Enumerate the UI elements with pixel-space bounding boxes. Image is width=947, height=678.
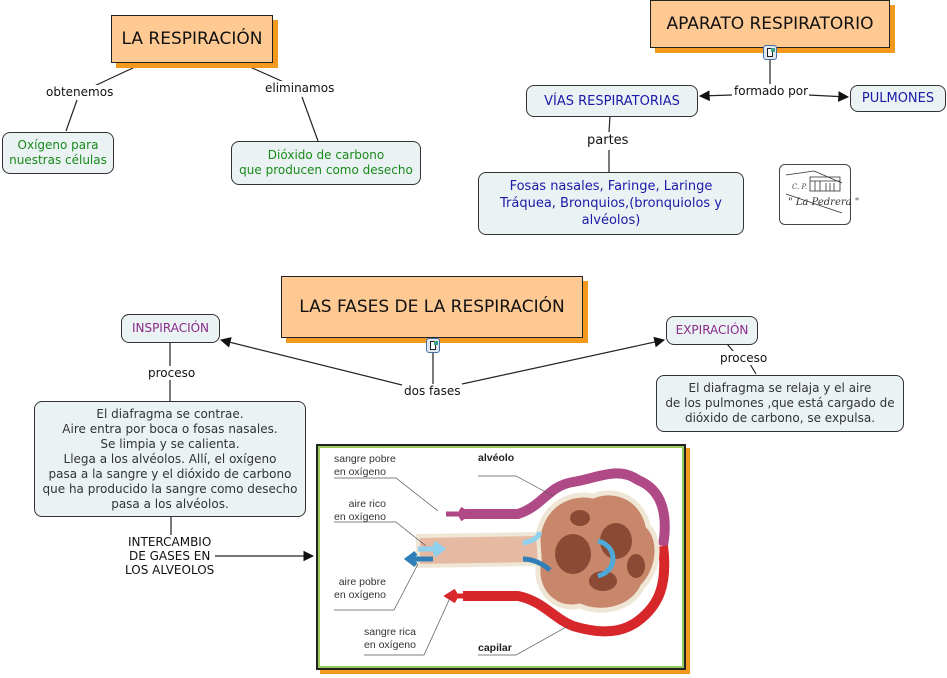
- link-label-formado-por: formado por: [733, 84, 809, 98]
- alveolus-sac: [535, 490, 660, 613]
- concept-la-respiracion[interactable]: LA RESPIRACIÓN: [111, 15, 273, 63]
- link-label-eliminamos: eliminamos: [264, 81, 336, 95]
- alveolus-illustration[interactable]: sangre pobre en oxígeno aire rico en oxí…: [316, 444, 686, 670]
- concept-expiracion[interactable]: EXPIRACIÓN: [666, 316, 758, 345]
- arrow-air-in-alveolus: [522, 531, 543, 546]
- arrow-air-circulation: [597, 538, 616, 579]
- link-label-partes: partes: [586, 133, 630, 148]
- concept-label: INSPIRACIÓN: [131, 321, 210, 335]
- arrow-air-in: [418, 541, 447, 557]
- alveolus-drawing: [334, 468, 670, 656]
- concept-label: LAS FASES DE LA RESPIRACIÓN: [299, 297, 565, 317]
- arrow-line: [698, 90, 733, 102]
- link-label-proceso-inspiracion: proceso: [147, 366, 197, 380]
- alveolus-cavity: [570, 510, 590, 526]
- alveolus-cavity: [589, 571, 617, 591]
- concept-label: PULMONES: [861, 91, 935, 106]
- link-line: [301, 96, 319, 142]
- alveolus-cavity: [555, 534, 591, 574]
- resource-icon[interactable]: [426, 338, 440, 353]
- label-alveolo: alvéolo: [478, 452, 515, 464]
- concept-label: Fosas nasales, Faringe, Laringe Tráquea,…: [500, 179, 722, 228]
- arrow-air-out-alveolus: [522, 556, 552, 572]
- concept-inspiracion[interactable]: INSPIRACIÓN: [121, 314, 220, 343]
- concept-pulmones[interactable]: PULMONES: [850, 85, 946, 112]
- concept-inspiracion-descripcion[interactable]: El diafragma se contrae. Aire entra por …: [34, 401, 306, 517]
- concept-label: EXPIRACIÓN: [675, 323, 749, 337]
- arrow-line: [461, 336, 666, 385]
- arrow-artery-out: [443, 588, 468, 604]
- resource-icon[interactable]: [763, 45, 777, 60]
- concept-label: Oxígeno para nuestras células: [9, 138, 107, 167]
- label-capilar: capilar: [478, 642, 512, 654]
- concept-dioxido-carbono[interactable]: Dióxido de carbono que producen como des…: [231, 141, 421, 185]
- concept-label: VÍAS RESPIRATORIAS: [544, 93, 680, 109]
- link-line: [749, 363, 757, 375]
- link-label-dos-fases: dos fases: [403, 384, 462, 398]
- arrow-line: [807, 91, 850, 102]
- label-sangre-rica: sangre rica en oxígeno: [364, 626, 416, 651]
- alveolus-cavity: [627, 554, 645, 578]
- school-logo: C. P. " La Pedrera ": [779, 164, 859, 225]
- arrow-line: [219, 337, 403, 386]
- concept-label: El diafragma se contrae. Aire entra por …: [42, 406, 298, 511]
- arrow-air-out: [403, 551, 433, 567]
- concept-vias-respiratorias[interactable]: VÍAS RESPIRATORIAS: [526, 85, 698, 117]
- concept-oxigeno[interactable]: Oxígeno para nuestras células: [2, 132, 114, 174]
- label-sangre-pobre: sangre pobre en oxígeno: [334, 453, 396, 478]
- link-line: [608, 115, 611, 133]
- concept-aparato-respiratorio[interactable]: APARATO RESPIRATORIO: [650, 0, 890, 48]
- concept-label: El diafragma se relaja y el aire de los …: [665, 381, 895, 425]
- arrow-vein-in: [446, 506, 473, 522]
- link-line: [65, 99, 78, 132]
- concept-expiracion-descripcion[interactable]: El diafragma se relaja y el aire de los …: [656, 375, 904, 432]
- capillary-artery: [463, 545, 670, 637]
- link-label-proceso-expiracion: proceso: [719, 351, 769, 365]
- concept-label: LA RESPIRACIÓN: [121, 29, 263, 49]
- link-label-obtenemos: obtenemos: [45, 85, 115, 99]
- label-aire-pobre: aire pobre en oxígeno: [334, 576, 386, 601]
- label-aire-rico: aire rico en oxígeno: [334, 498, 386, 523]
- concept-label: Dióxido de carbono que producen como des…: [239, 148, 413, 177]
- logo-text-name: " La Pedrera ": [788, 197, 860, 208]
- concept-fases-respiracion[interactable]: LAS FASES DE LA RESPIRACIÓN: [281, 276, 583, 338]
- school-building-icon: [785, 170, 843, 214]
- capillary-vein: [463, 468, 670, 547]
- logo-text-cp: C. P.: [792, 183, 808, 191]
- concept-label: APARATO RESPIRATORIO: [666, 14, 874, 34]
- concept-partes[interactable]: Fosas nasales, Faringe, Laringe Tráquea,…: [478, 172, 744, 235]
- link-label-intercambio-gases: INTERCAMBIO DE GASES EN LOS ALVEOLOS: [124, 535, 216, 577]
